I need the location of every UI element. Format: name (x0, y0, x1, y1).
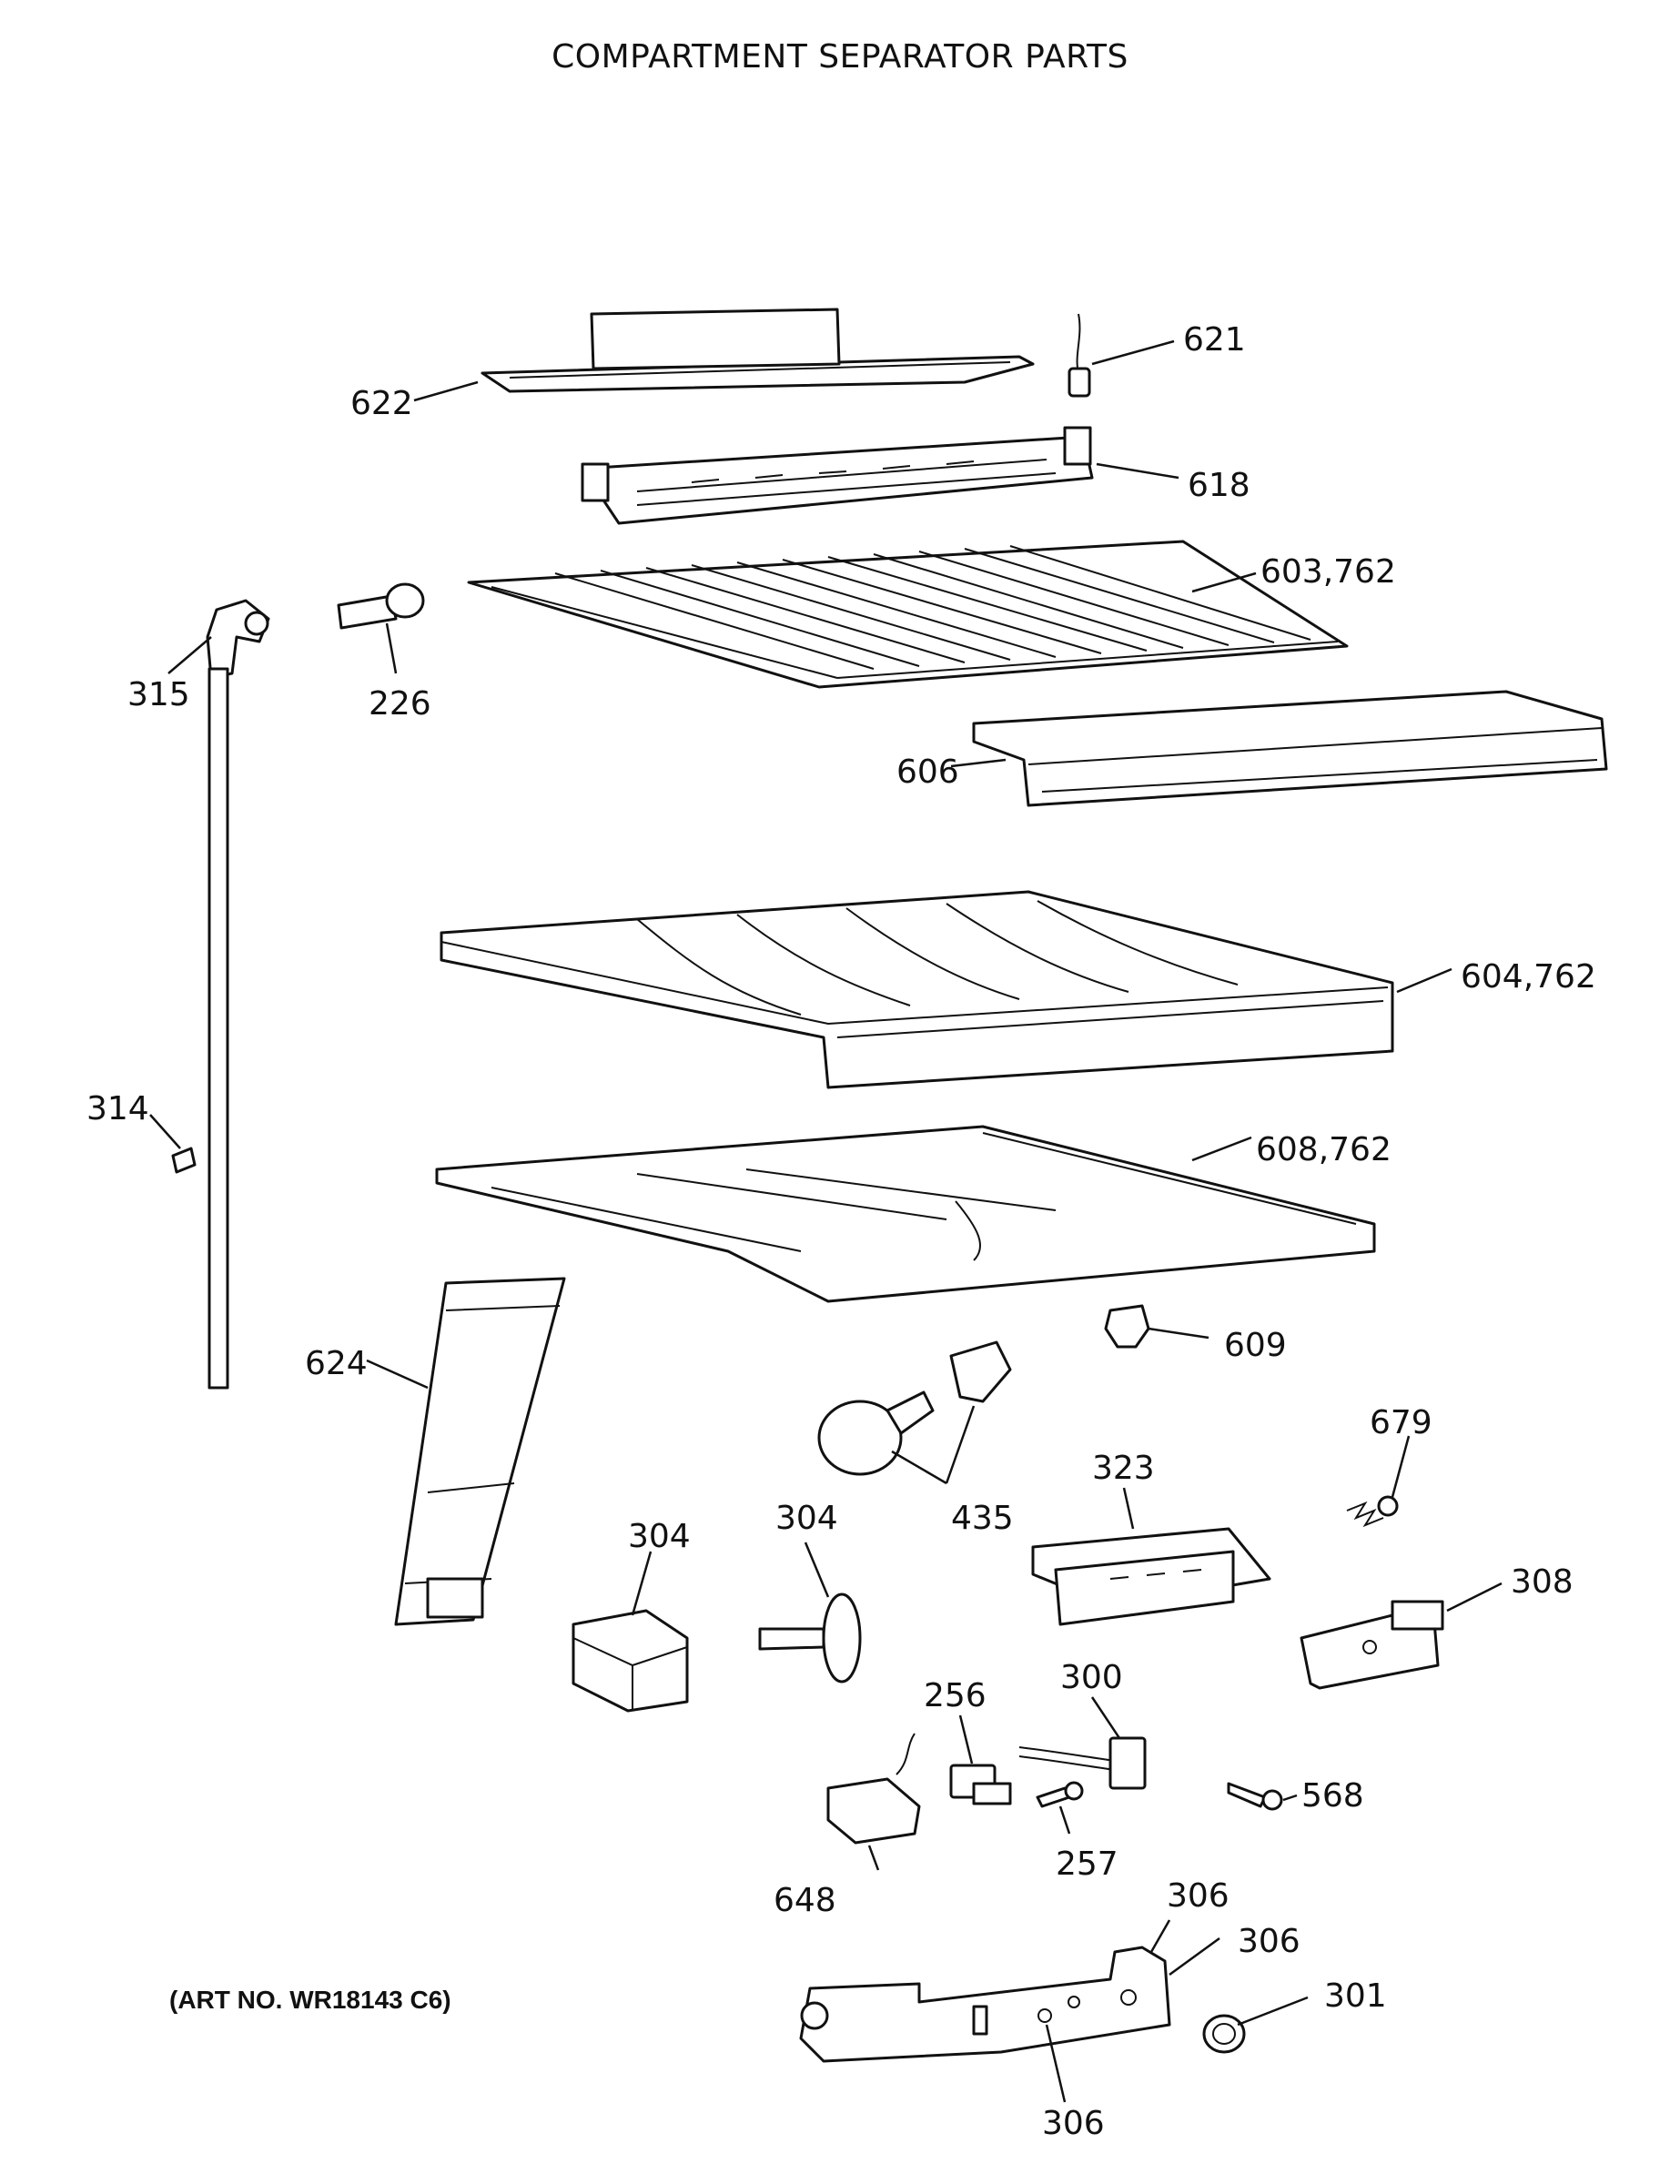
part-648-switch (826, 1733, 921, 1845)
callout-609: 609 (1224, 1327, 1287, 1364)
part-304-block (572, 1609, 689, 1713)
part-301-knob (1202, 2014, 1246, 2054)
part-606-trim (972, 690, 1608, 807)
callout-308: 308 (1511, 1563, 1574, 1601)
part-618-rail (581, 426, 1094, 525)
callout-621: 621 (1183, 321, 1246, 359)
callout-315: 315 (127, 676, 190, 713)
leader-lines (149, 339, 1503, 2103)
part-621-wire (1068, 313, 1091, 398)
callout-314: 314 (86, 1090, 149, 1127)
callout-603-762: 603,762 (1260, 553, 1396, 591)
part-226-pivot (337, 582, 425, 630)
part-315-bracket (206, 599, 270, 680)
callout-679: 679 (1370, 1404, 1432, 1441)
callout-226: 226 (369, 685, 431, 723)
callout-256: 256 (924, 1677, 987, 1714)
callout-648: 648 (774, 1882, 836, 1919)
diagram-title: COMPARTMENT SEPARATOR PARTS (552, 38, 1128, 76)
callout-624: 624 (305, 1345, 368, 1382)
callout-306-top: 306 (1167, 1877, 1230, 1915)
part-tube (207, 667, 229, 1390)
callout-606: 606 (896, 753, 959, 791)
callout-608-762: 608,762 (1256, 1131, 1392, 1168)
callout-618: 618 (1188, 467, 1250, 504)
part-306-control-bracket (799, 1946, 1171, 2063)
callout-306-right: 306 (1238, 1923, 1300, 1960)
callout-304-block: 304 (628, 1518, 691, 1555)
callout-300: 300 (1060, 1659, 1123, 1696)
callout-323: 323 (1092, 1450, 1155, 1487)
part-624-panel (394, 1277, 566, 1626)
callout-568: 568 (1301, 1777, 1364, 1815)
part-256-switch (949, 1764, 1012, 1805)
callout-304-dial: 304 (775, 1500, 838, 1537)
callout-306-bottom: 306 (1042, 2105, 1105, 2142)
part-300-switch (1018, 1736, 1147, 1790)
part-609-clip (1104, 1304, 1150, 1349)
callout-435: 435 (951, 1500, 1014, 1537)
part-679-spring (1346, 1495, 1399, 1528)
callout-604-762: 604,762 (1461, 958, 1596, 996)
callout-301: 301 (1324, 1977, 1387, 2015)
part-603-ribbed-shelf (467, 540, 1349, 689)
part-568-screw (1227, 1782, 1283, 1811)
part-257-screw (1036, 1781, 1084, 1808)
callout-257: 257 (1056, 1845, 1118, 1883)
part-323-housing (1031, 1527, 1271, 1626)
part-308-bracket (1300, 1600, 1444, 1690)
part-435-socket (949, 1340, 1012, 1403)
part-622-cover (481, 308, 1035, 393)
part-435-bulb (817, 1390, 935, 1476)
callout-622: 622 (350, 385, 413, 422)
part-604-separator (440, 890, 1394, 1089)
art-number: (ART NO. WR18143 C6) (169, 1986, 451, 2014)
part-304-dial (758, 1592, 862, 1684)
part-608-separator (435, 1125, 1376, 1303)
part-314-clip (171, 1147, 197, 1174)
